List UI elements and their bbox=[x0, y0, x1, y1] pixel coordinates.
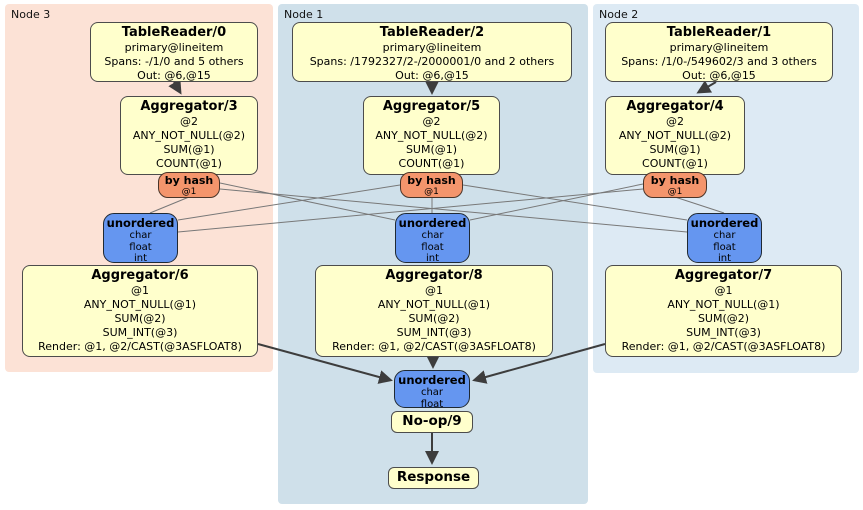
aggregator-6-line: ANY_NOT_NULL(@1) bbox=[83, 298, 197, 311]
node2-label: Node 2 bbox=[599, 8, 639, 21]
hash-router-node2-box: by hash @1 bbox=[643, 172, 707, 198]
sync-type: float bbox=[129, 241, 152, 253]
node1-label: Node 1 bbox=[284, 8, 324, 21]
aggregator-4-line: SUM(@1) bbox=[649, 143, 701, 156]
tablereader-0-line: Out: @6,@15 bbox=[137, 69, 211, 82]
aggregator-3-line: ANY_NOT_NULL(@2) bbox=[132, 129, 246, 142]
unordered-sync-title: unordered bbox=[106, 216, 175, 230]
aggregator-5-title: Aggregator/5 bbox=[382, 99, 481, 114]
tablereader-2-line: primary@lineitem bbox=[382, 41, 482, 54]
aggregator-3-line: @2 bbox=[180, 115, 198, 128]
tablereader-2-box: TableReader/2 primary@lineitem Spans: /1… bbox=[292, 22, 572, 82]
aggregator-8-line: Render: @1, @2/CAST(@3ASFLOAT8) bbox=[332, 340, 536, 353]
aggregator-8-line: SUM_INT(@3) bbox=[396, 326, 472, 339]
aggregator-6-title: Aggregator/6 bbox=[91, 268, 189, 283]
aggregator-7-line: SUM(@2) bbox=[697, 312, 750, 325]
sync-type: char bbox=[421, 230, 444, 241]
aggregator-7-line: Render: @1, @2/CAST(@3ASFLOAT8) bbox=[621, 340, 826, 353]
tablereader-2-line: Out: @6,@15 bbox=[395, 69, 469, 82]
hash-router-title: by hash bbox=[407, 174, 456, 187]
unordered-sync-node1-box: unordered char float int bbox=[395, 213, 470, 264]
aggregator-8-title: Aggregator/8 bbox=[385, 268, 483, 283]
aggregator-5-line: ANY_NOT_NULL(@2) bbox=[375, 129, 488, 142]
hash-router-node3-box: by hash @1 bbox=[158, 172, 220, 198]
aggregator-4-line: COUNT(@1) bbox=[642, 157, 708, 170]
response-box: Response bbox=[388, 467, 479, 489]
tablereader-1-title: TableReader/1 bbox=[666, 25, 772, 40]
sync-type: char bbox=[713, 230, 736, 241]
unordered-sync-title: unordered bbox=[690, 216, 759, 230]
sync-type: int bbox=[425, 253, 440, 264]
tablereader-0-line: Spans: -/1/0 and 5 others bbox=[104, 55, 244, 68]
aggregator-6-line: Render: @1, @2/CAST(@3ASFLOAT8) bbox=[38, 340, 242, 353]
hash-router-detail: @1 bbox=[667, 187, 683, 197]
noop-box: No-op/9 bbox=[391, 411, 473, 433]
aggregator-7-title: Aggregator/7 bbox=[674, 268, 773, 283]
tablereader-1-line: Spans: /1/0-/549602/3 and 3 others bbox=[621, 55, 817, 68]
hash-router-detail: @1 bbox=[181, 187, 197, 197]
tablereader-1-line: primary@lineitem bbox=[669, 41, 769, 54]
aggregator-7-line: SUM_INT(@3) bbox=[686, 326, 761, 339]
noop-title: No-op/9 bbox=[402, 413, 462, 429]
unordered-sync-node3-box: unordered char float int bbox=[103, 213, 178, 264]
sync-type: float bbox=[421, 241, 444, 253]
aggregator-6-box: Aggregator/6 @1 ANY_NOT_NULL(@1) SUM(@2)… bbox=[22, 265, 258, 357]
aggregator-7-line: @1 bbox=[714, 284, 733, 297]
sync-type: float bbox=[713, 241, 736, 253]
unordered-sync-title: unordered bbox=[398, 216, 467, 230]
aggregator-4-title: Aggregator/4 bbox=[626, 99, 724, 114]
aggregator-4-line: ANY_NOT_NULL(@2) bbox=[618, 129, 732, 142]
hash-router-title: by hash bbox=[164, 174, 214, 187]
aggregator-4-line: @2 bbox=[666, 115, 684, 128]
aggregator-6-line: SUM(@2) bbox=[114, 312, 166, 325]
aggregator-8-line: ANY_NOT_NULL(@1) bbox=[377, 298, 491, 311]
sync-type: char bbox=[420, 387, 444, 398]
aggregator-8-line: SUM(@2) bbox=[408, 312, 460, 325]
tablereader-2-title: TableReader/2 bbox=[379, 25, 485, 40]
aggregator-5-box: Aggregator/5 @2 ANY_NOT_NULL(@2) SUM(@1)… bbox=[363, 96, 500, 175]
tablereader-0-line: primary@lineitem bbox=[124, 41, 224, 54]
hash-router-title: by hash bbox=[650, 174, 700, 187]
aggregator-3-line: SUM(@1) bbox=[163, 143, 215, 156]
aggregator-3-line: COUNT(@1) bbox=[156, 157, 222, 170]
tablereader-1-box: TableReader/1 primary@lineitem Spans: /1… bbox=[605, 22, 833, 82]
hash-router-detail: @1 bbox=[424, 187, 439, 197]
unordered-sync-title: unordered bbox=[398, 373, 466, 387]
response-title: Response bbox=[396, 469, 471, 485]
tablereader-2-line: Spans: /1792327/2-/2000001/0 and 2 other… bbox=[309, 55, 555, 68]
aggregator-7-box: Aggregator/7 @1 ANY_NOT_NULL(@1) SUM(@2)… bbox=[605, 265, 842, 357]
sync-type: int bbox=[717, 253, 732, 264]
aggregator-8-box: Aggregator/8 @1 ANY_NOT_NULL(@1) SUM(@2)… bbox=[315, 265, 553, 357]
unordered-sync-final-box: unordered char float bbox=[394, 370, 470, 410]
sync-type: char bbox=[129, 230, 152, 241]
aggregator-5-line: COUNT(@1) bbox=[398, 157, 465, 170]
unordered-sync-node2-box: unordered char float int bbox=[687, 213, 762, 264]
aggregator-6-line: @1 bbox=[131, 284, 149, 297]
aggregator-5-line: SUM(@1) bbox=[405, 143, 458, 156]
aggregator-8-line: @1 bbox=[425, 284, 443, 297]
node3-label: Node 3 bbox=[11, 8, 51, 21]
tablereader-1-line: Out: @6,@15 bbox=[682, 69, 756, 82]
aggregator-4-box: Aggregator/4 @2 ANY_NOT_NULL(@2) SUM(@1)… bbox=[605, 96, 745, 175]
aggregator-6-line: SUM_INT(@3) bbox=[102, 326, 178, 339]
aggregator-5-line: @2 bbox=[422, 115, 441, 128]
tablereader-0-box: TableReader/0 primary@lineitem Spans: -/… bbox=[90, 22, 258, 82]
aggregator-3-title: Aggregator/3 bbox=[140, 99, 238, 114]
sync-type: int bbox=[133, 253, 148, 264]
aggregator-7-line: ANY_NOT_NULL(@1) bbox=[667, 298, 780, 311]
aggregator-3-box: Aggregator/3 @2 ANY_NOT_NULL(@2) SUM(@1)… bbox=[120, 96, 258, 175]
hash-router-node1-box: by hash @1 bbox=[400, 172, 463, 198]
tablereader-0-title: TableReader/0 bbox=[121, 25, 227, 40]
sync-type: float bbox=[420, 398, 444, 410]
